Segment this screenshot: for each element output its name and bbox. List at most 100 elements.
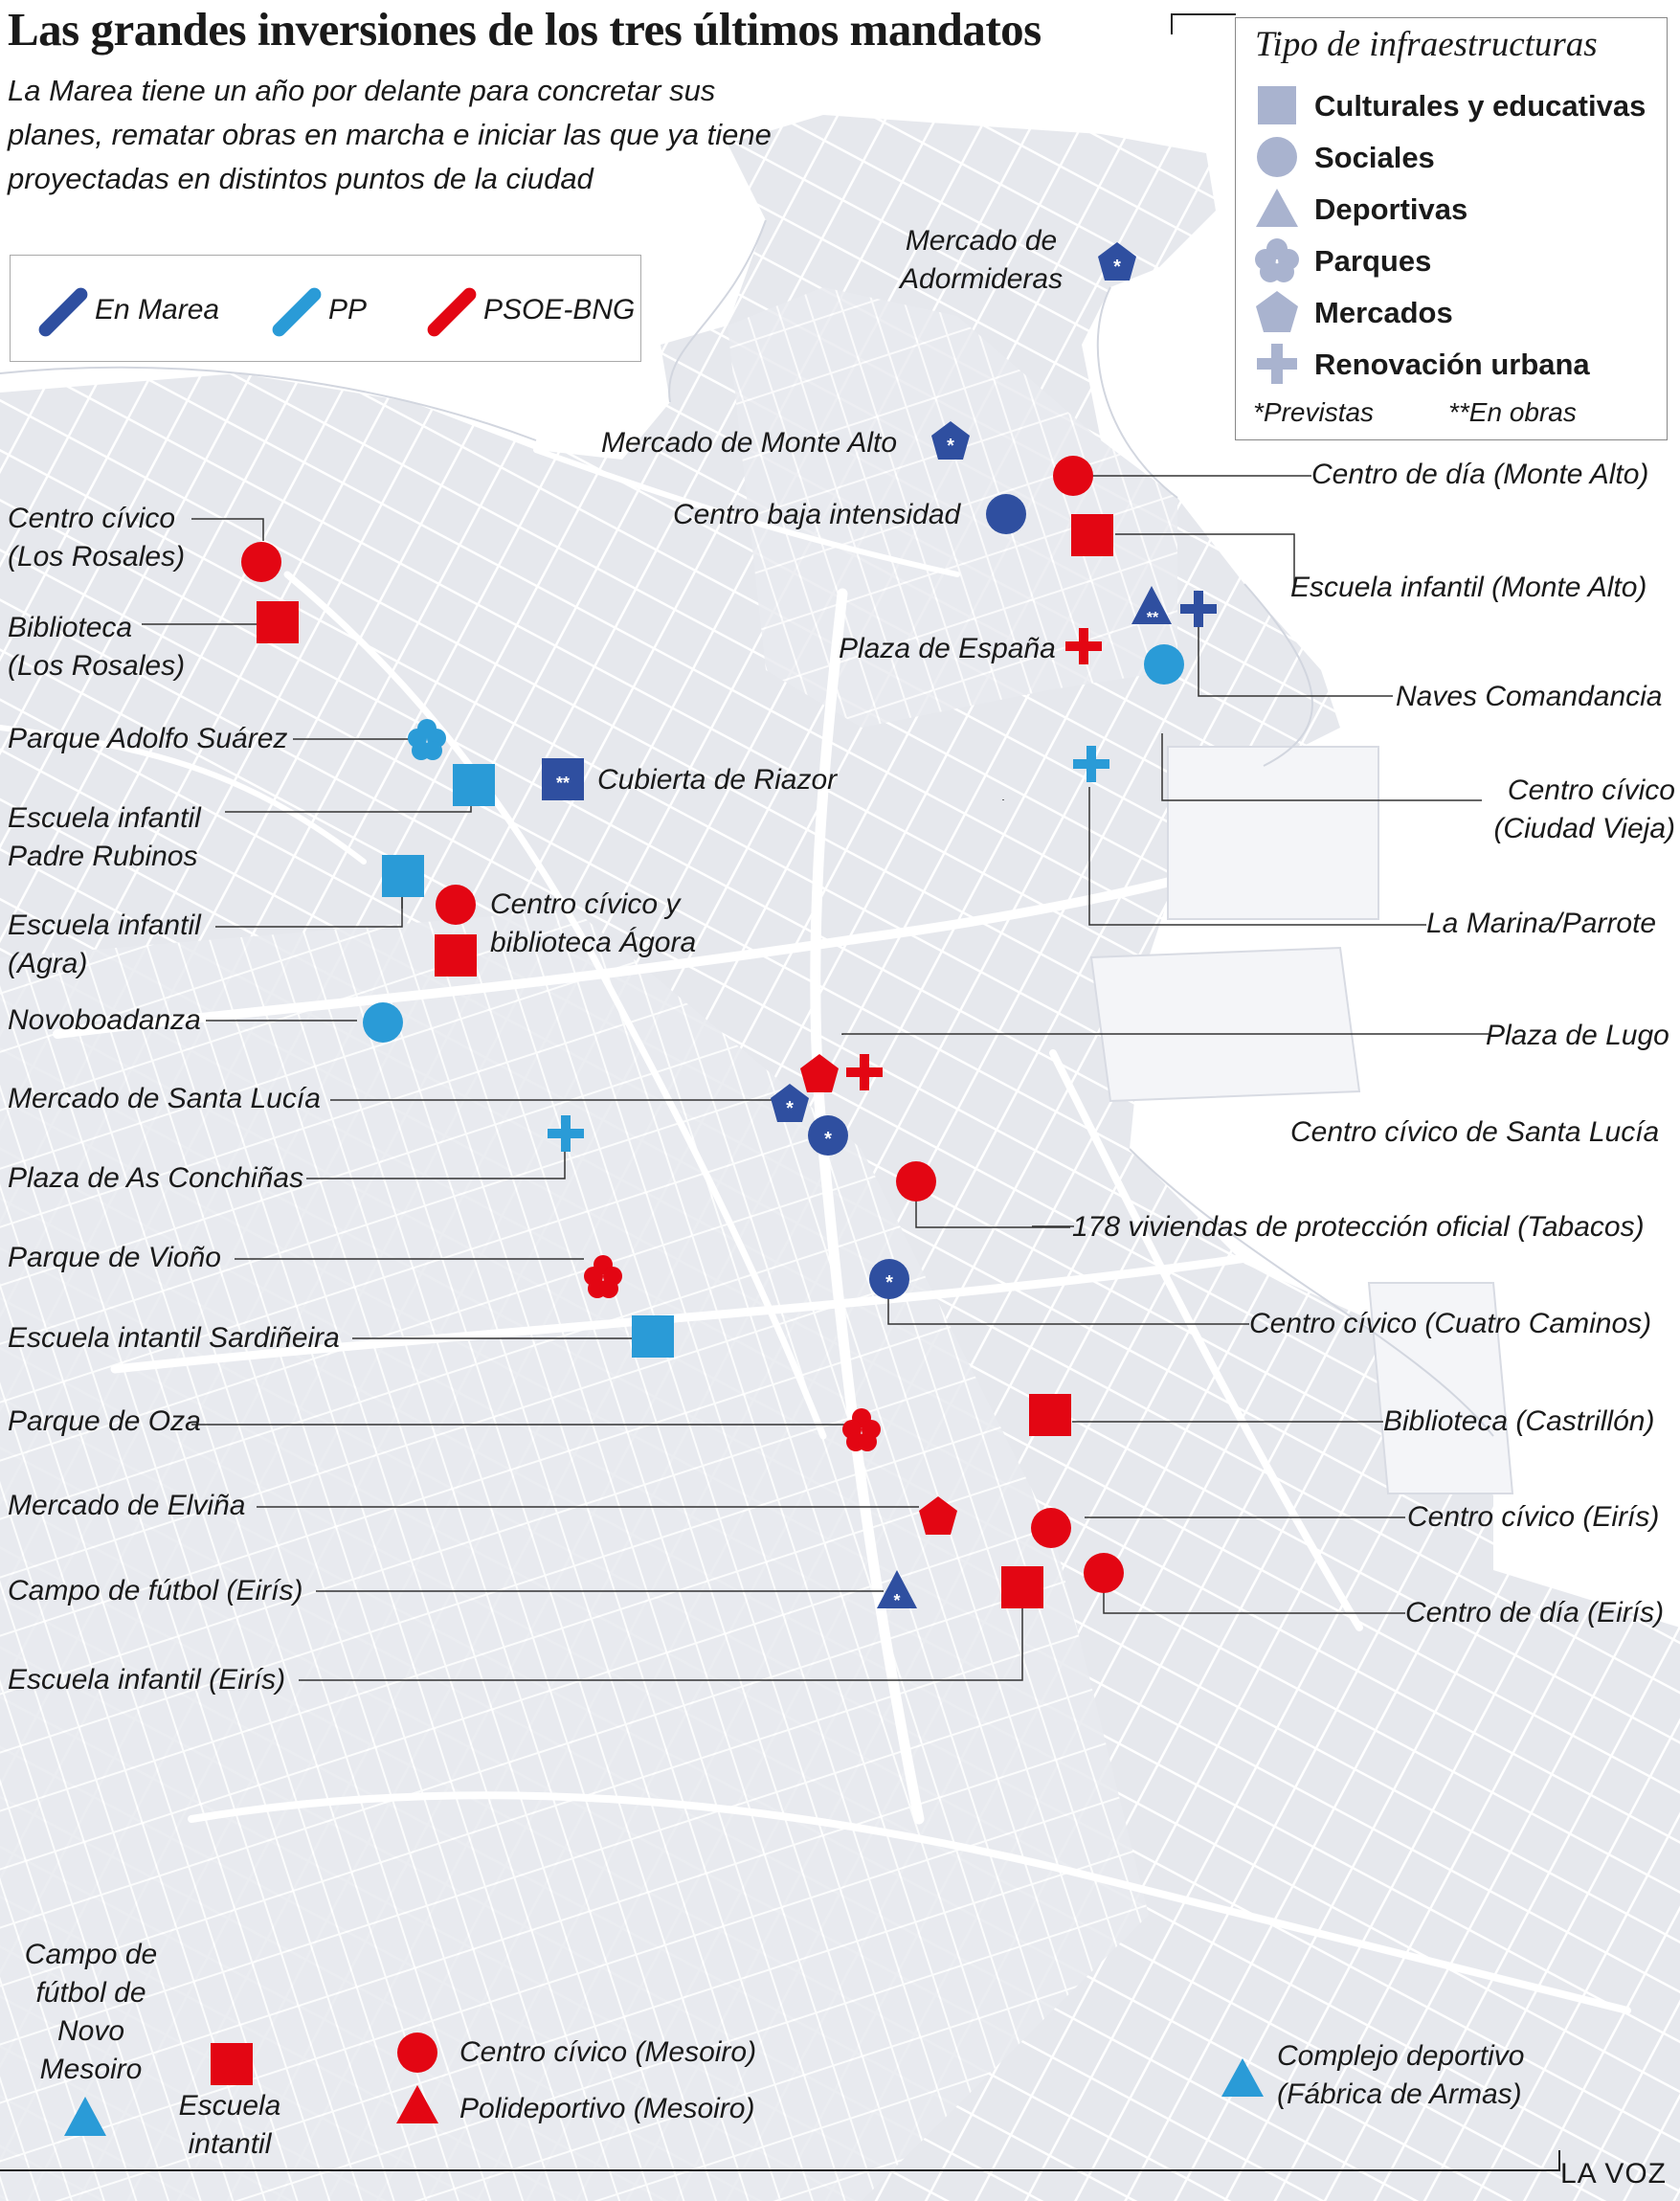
water-lines bbox=[0, 219, 1494, 1437]
label-parque-viono: Parque de Vioño bbox=[8, 1242, 221, 1273]
marker-parque-viono[interactable] bbox=[584, 1255, 622, 1298]
marker-naves-comandancia[interactable] bbox=[1180, 591, 1217, 627]
label-plaza-espana: Plaza de España bbox=[839, 633, 1056, 664]
marker-novoboadanza[interactable] bbox=[363, 1002, 403, 1043]
marker-campo-novo-mesoiro[interactable] bbox=[64, 2097, 106, 2136]
label-centro-civico-eiris: Centro cívico (Eirís) bbox=[1407, 1501, 1660, 1533]
label-cubierta-riazor: Cubierta de Riazor bbox=[597, 764, 838, 796]
label-centro-dia-eiris: Centro de día (Eirís) bbox=[1405, 1597, 1665, 1628]
marker-centro-civico-los-rosales[interactable] bbox=[241, 542, 281, 582]
legend-item-sports: Deportivas bbox=[1253, 185, 1665, 233]
svg-text:**: ** bbox=[1147, 610, 1159, 626]
label-novoboadanza: Novoboadanza bbox=[8, 1004, 201, 1036]
footer-rule-tick bbox=[1558, 2150, 1560, 2171]
marker-mercado-santa-lucia[interactable]: * bbox=[771, 1084, 809, 1122]
footer-rule bbox=[0, 2169, 1558, 2171]
page-subtitle: La Marea tiene un año por delante para c… bbox=[8, 74, 772, 195]
port-docks bbox=[1089, 746, 1514, 1494]
leader-line bbox=[1088, 787, 1426, 926]
marker-escuela-padre-rubinos[interactable] bbox=[453, 764, 495, 806]
label-mercado-monte-alto: Mercado de Monte Alto bbox=[601, 427, 898, 459]
marker-plaza-lugo-mercado[interactable] bbox=[800, 1054, 839, 1092]
marker-escuela-eiris[interactable] bbox=[1001, 1566, 1043, 1608]
marker-centro-civico-ciudad-vieja[interactable] bbox=[1144, 644, 1184, 685]
planned-asterisk: * bbox=[1113, 257, 1121, 278]
marker-centro-civico-santa-lucia[interactable]: * bbox=[808, 1115, 848, 1156]
label-escuela-eiris: Escuela infantil (Eirís) bbox=[8, 1664, 286, 1696]
marker-mercado-monte-alto[interactable]: * bbox=[931, 421, 970, 460]
legend-note-in-works: **En obras bbox=[1448, 397, 1577, 427]
marker-campo-futbol-eiris[interactable]: * bbox=[877, 1570, 917, 1610]
legend-item-markets: Mercados bbox=[1253, 288, 1665, 336]
marker-plaza-lugo[interactable] bbox=[846, 1054, 883, 1090]
label-parque-oza: Parque de Oza bbox=[8, 1405, 201, 1437]
marker-centro-civico-agora[interactable] bbox=[436, 885, 476, 925]
label-line: (Los Rosales) bbox=[8, 541, 186, 573]
marker-centro-civico-mesoiro[interactable] bbox=[397, 2033, 437, 2073]
label-fabrica-armas: Complejo deportivo (Fábrica de Armas) bbox=[1277, 2037, 1524, 2114]
marker-escuela-agra[interactable] bbox=[382, 855, 424, 897]
label-line: biblioteca Ágora bbox=[490, 927, 697, 958]
label-centro-baja-intensidad: Centro baja intensidad bbox=[673, 499, 961, 530]
marker-centro-dia-monte-alto[interactable] bbox=[1053, 456, 1093, 496]
label-naves-comandancia: Naves Comandancia bbox=[1396, 681, 1663, 712]
label-parque-adolfo-suarez: Parque Adolfo Suárez bbox=[8, 723, 288, 754]
label-escuela-mesoiro: Escuela intantil bbox=[163, 2087, 297, 2164]
label-centro-civico-agora: Centro cívico y biblioteca Ágora bbox=[490, 886, 696, 962]
svg-text:*: * bbox=[786, 1098, 794, 1119]
marker-biblioteca-los-rosales[interactable] bbox=[257, 601, 299, 643]
marker-centro-civico-eiris[interactable] bbox=[1031, 1508, 1071, 1548]
marker-la-marina-parrote[interactable] bbox=[1073, 746, 1109, 782]
leader-line bbox=[1198, 622, 1393, 697]
legend-item-label: Deportivas bbox=[1314, 192, 1468, 226]
leader-line bbox=[191, 518, 264, 541]
leader-line bbox=[1115, 533, 1295, 591]
marker-biblioteca-castrillon[interactable] bbox=[1029, 1394, 1071, 1436]
marker-biblioteca-agora[interactable] bbox=[435, 934, 477, 977]
triangle-icon bbox=[1256, 189, 1298, 227]
legend-item-label: Culturales y educativas bbox=[1314, 89, 1646, 123]
label-line: Biblioteca bbox=[8, 612, 133, 643]
marker-tabacos-viviendas[interactable] bbox=[896, 1161, 936, 1202]
label-campo-futbol-eiris: Campo de fútbol (Eirís) bbox=[8, 1575, 303, 1606]
marker-escuela-mesoiro[interactable] bbox=[211, 2043, 253, 2085]
leader-line bbox=[215, 887, 403, 928]
marker-mercado-elvina[interactable] bbox=[919, 1496, 957, 1535]
label-centro-dia-monte-alto: Centro de día (Monte Alto) bbox=[1311, 459, 1649, 490]
label-escuela-agra: Escuela infantil (Agra) bbox=[8, 907, 201, 983]
marker-comandancia-deportiva[interactable]: ** bbox=[1131, 586, 1172, 626]
label-adormideras: Mercado de Adormideras bbox=[900, 222, 1063, 299]
marker-centro-civico-cuatro-caminos[interactable]: * bbox=[869, 1259, 909, 1299]
label-plaza-lugo: Plaza de Lugo bbox=[1486, 1020, 1669, 1051]
label-line: (Agra) bbox=[8, 948, 88, 979]
label-line: Adormideras bbox=[900, 263, 1064, 295]
marker-mercado-adormideras[interactable]: * bbox=[1098, 242, 1136, 281]
label-centro-civico-cuatro-caminos: Centro cívico (Cuatro Caminos) bbox=[1249, 1308, 1652, 1339]
label-line: Centro cívico y bbox=[490, 888, 681, 920]
marker-plaza-conchinas[interactable] bbox=[548, 1115, 584, 1152]
marker-fabrica-armas[interactable] bbox=[1221, 2058, 1264, 2097]
label-line: intantil bbox=[188, 2128, 272, 2160]
party-legend: En Marea PP PSOE-BNG bbox=[10, 255, 641, 362]
marker-polideportivo-mesoiro[interactable] bbox=[396, 2085, 438, 2123]
party-label: En Marea bbox=[95, 294, 220, 326]
marker-plaza-espana[interactable] bbox=[1065, 628, 1102, 664]
label-line: Padre Rubinos bbox=[8, 841, 198, 872]
marker-parque-adolfo-suarez[interactable] bbox=[408, 719, 446, 760]
marker-escuela-sardineira[interactable] bbox=[632, 1315, 674, 1358]
label-tabacos-viviendas: 178 viviendas de protección oficial (Tab… bbox=[1072, 1211, 1645, 1243]
marker-centro-baja-intensidad[interactable] bbox=[986, 494, 1026, 534]
label-line: fútbol de bbox=[35, 1977, 146, 2009]
legend-item-social: Sociales bbox=[1253, 133, 1665, 181]
marker-parque-oza[interactable] bbox=[842, 1408, 881, 1451]
label-line: Escuela bbox=[178, 2090, 281, 2122]
legend-item-cultural: Culturales y educativas bbox=[1253, 81, 1665, 129]
legend-item-label: Sociales bbox=[1314, 141, 1435, 174]
marker-centro-dia-eiris[interactable] bbox=[1084, 1553, 1124, 1593]
pentagon-icon bbox=[1256, 291, 1298, 332]
party-label: PP bbox=[328, 294, 368, 326]
marker-escuela-monte-alto[interactable] bbox=[1071, 514, 1113, 556]
label-campo-novo-mesoiro: Campo de fútbol de Novo Mesoiro bbox=[10, 1936, 172, 2089]
marker-cubierta-riazor[interactable]: ** bbox=[542, 758, 584, 800]
